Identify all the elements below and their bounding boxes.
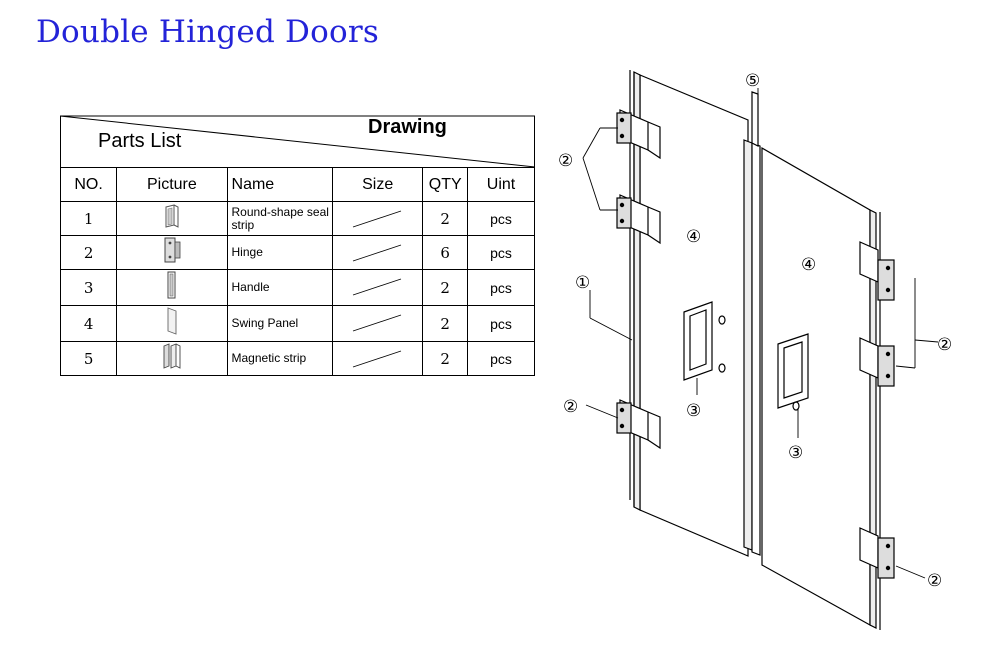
- size-cell: [332, 341, 424, 376]
- left-hinge-top: [616, 109, 661, 160]
- right-hinge-middle: [859, 337, 895, 387]
- row-name: Hinge: [226, 235, 334, 270]
- leader-lines: [582, 88, 939, 579]
- callout-1: ①: [575, 273, 590, 293]
- col-picture: Picture: [116, 167, 228, 202]
- left-hinge-bottom: [616, 399, 661, 450]
- row-no: 1: [59, 201, 118, 236]
- left-hinge-middle: [616, 194, 661, 245]
- slash-mark: [352, 314, 402, 332]
- row-no: 3: [59, 269, 118, 306]
- page-title: Double Hinged Doors: [36, 14, 379, 50]
- size-cell: [332, 305, 424, 342]
- slash-mark: [352, 350, 402, 368]
- row-qty: 2: [422, 305, 469, 342]
- row-name: Magnetic strip: [226, 341, 334, 376]
- handle-icon: [167, 271, 176, 299]
- size-cell: [332, 201, 424, 236]
- row-qty: 2: [422, 269, 469, 306]
- callout-2-right-middle: ②: [937, 335, 952, 355]
- row-no: 5: [59, 341, 118, 376]
- table-row: 5 Magnetic strip 2 pcs: [59, 341, 535, 376]
- parts-list-label: Parts List: [98, 130, 182, 152]
- hinge-icon: [164, 237, 181, 263]
- seal-strip-icon: [165, 204, 179, 228]
- slash-mark: [352, 210, 402, 228]
- size-cell: [332, 269, 424, 306]
- table-row: 4 Swing Panel 2 pcs: [59, 305, 535, 342]
- callout-5: ⑤: [745, 71, 760, 91]
- callout-3-left: ③: [686, 401, 701, 421]
- col-no: NO.: [59, 167, 118, 202]
- table-row: 3 Handle 2 pcs: [59, 269, 535, 306]
- row-qty: 2: [422, 341, 469, 376]
- callouts: ② ① ② ④ ③ ⑤ ④ ③ ② ②: [558, 71, 952, 591]
- parts-list-header: [60, 115, 535, 167]
- picture-cell: [116, 201, 228, 236]
- row-qty: 6: [422, 235, 469, 270]
- exploded-drawing: ② ① ② ④ ③ ⑤ ④ ③ ② ②: [558, 70, 952, 630]
- row-unit: pcs: [467, 341, 535, 376]
- picture-cell: [116, 269, 228, 306]
- col-size: Size: [332, 167, 424, 202]
- callout-2-upper-left: ②: [558, 151, 573, 171]
- callout-2-lower-left: ②: [563, 397, 578, 417]
- drawing-label: Drawing: [368, 116, 447, 138]
- row-no: 4: [59, 305, 118, 342]
- picture-cell: [116, 305, 228, 342]
- col-qty: QTY: [422, 167, 469, 202]
- row-name: Swing Panel: [226, 305, 334, 342]
- right-handle: [777, 333, 809, 411]
- col-unit: Uint: [467, 167, 535, 202]
- callout-4-left: ④: [686, 227, 701, 247]
- callout-4-right: ④: [801, 255, 816, 275]
- swing-panel-icon: [167, 307, 177, 335]
- size-cell: [332, 235, 424, 270]
- callout-2-right-bottom: ②: [927, 571, 942, 591]
- row-unit: pcs: [467, 305, 535, 342]
- col-name: Name: [226, 167, 334, 202]
- column-headers: NO. Picture Name Size QTY Uint: [59, 167, 535, 202]
- right-hinge-bottom: [859, 527, 895, 579]
- parts-list-table: Parts List Drawing NO. Picture Name Size…: [59, 112, 535, 378]
- slash-mark: [352, 244, 402, 262]
- slash-mark: [352, 278, 402, 296]
- magnetic-strip: [743, 91, 761, 556]
- row-unit: pcs: [467, 235, 535, 270]
- magnetic-strip-icon: [163, 343, 181, 369]
- left-handle: [683, 301, 726, 381]
- row-name: Handle: [226, 269, 334, 306]
- callout-3-right: ③: [788, 443, 803, 463]
- picture-cell: [116, 235, 228, 270]
- row-no: 2: [59, 235, 118, 270]
- row-name: Round-shape seal strip: [226, 201, 334, 236]
- table-row: 1 Round-shape seal strip 2 pcs: [59, 201, 535, 236]
- picture-cell: [116, 341, 228, 376]
- row-qty: 2: [422, 201, 469, 236]
- row-unit: pcs: [467, 269, 535, 306]
- row-unit: pcs: [467, 201, 535, 236]
- table-row: 2 Hinge 6 pcs: [59, 235, 535, 270]
- right-hinge-top: [859, 241, 895, 301]
- parts-grid: NO. Picture Name Size QTY Uint 1 Round-s…: [59, 167, 535, 376]
